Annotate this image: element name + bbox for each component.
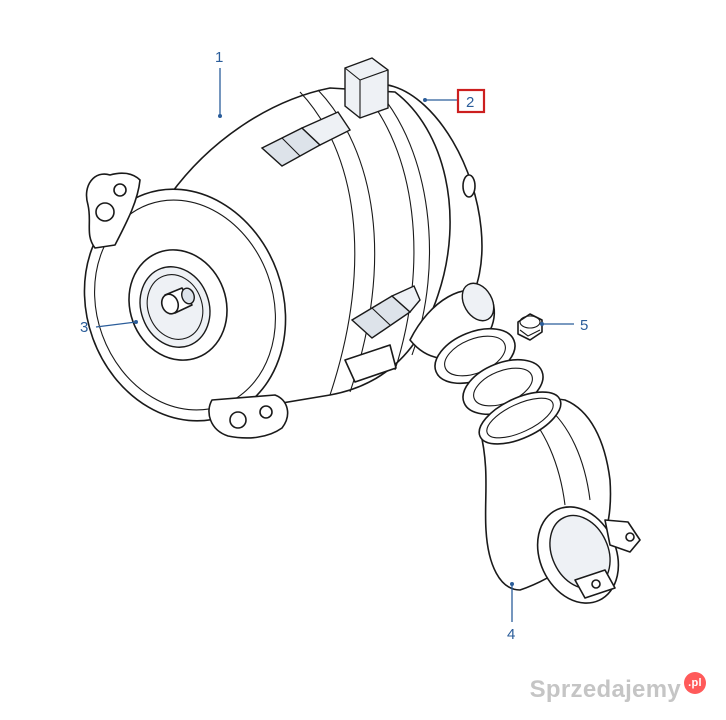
watermark-text: Sprzedajemy xyxy=(529,676,681,703)
callout-labels: 1 2 3 4 5 xyxy=(80,49,588,643)
part-5-nut xyxy=(517,313,543,341)
watermark-badge: .pl xyxy=(684,672,706,694)
dpf-canister-body xyxy=(83,57,495,439)
callout-2-highlight-box xyxy=(456,88,486,114)
part-4-outlet-elbow xyxy=(478,391,641,604)
callout-leaders xyxy=(95,68,574,622)
callout-1: 1 xyxy=(215,49,223,66)
sprzedajemy-watermark: Sprzedajemy .pl xyxy=(529,672,706,704)
callout-2: 2 xyxy=(466,94,474,111)
callout-5: 5 xyxy=(580,317,588,334)
callout-3: 3 xyxy=(80,319,88,336)
callout-4: 4 xyxy=(507,626,515,643)
